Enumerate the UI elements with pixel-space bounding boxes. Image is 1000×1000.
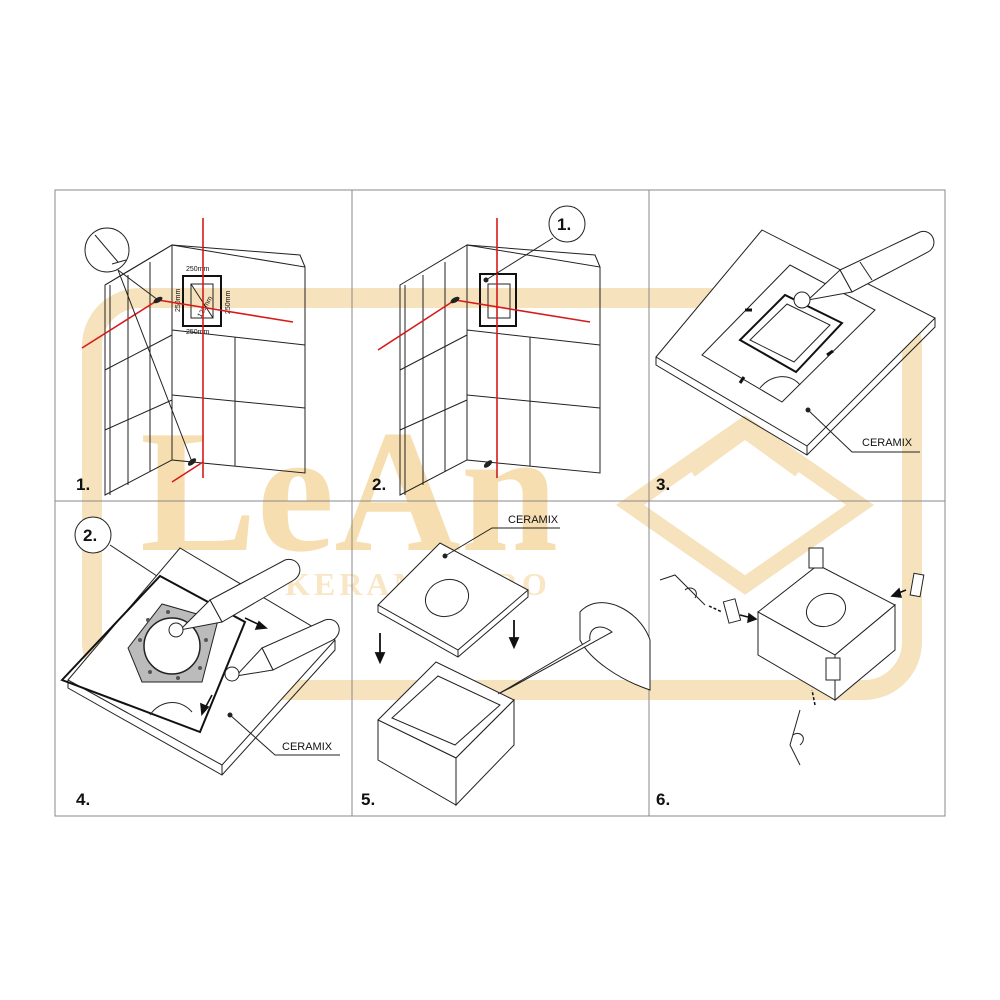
step-number: 3. — [656, 475, 670, 494]
panel-step-5: CERAMIX 5. — [361, 514, 651, 809]
cutting-tool-icon — [168, 558, 301, 638]
panel-step-3: CERAMIX 3. — [655, 229, 936, 494]
panel-step-2: 1. 2. — [372, 205, 601, 496]
panel-step-6: 6. — [656, 547, 925, 809]
dim-bottom: 250mm — [186, 329, 210, 336]
watermark: LeAn KERAMIXPRO — [82, 288, 922, 700]
watermark-brand: LeAn — [140, 394, 558, 588]
flange-ring — [127, 603, 219, 683]
material-label: CERAMIX — [862, 437, 913, 449]
assembled-box — [757, 564, 896, 702]
panel-step-1: 250mm 250mm 250mm 250mm 120mm 1. — [76, 218, 306, 496]
template-sheet — [701, 264, 876, 403]
tile-cutout — [479, 273, 517, 327]
watermark-frame — [82, 288, 922, 700]
cutting-tool-icon — [793, 230, 935, 309]
caulk-gun-icon — [497, 602, 651, 695]
material-label: CERAMIX — [282, 741, 333, 753]
cutting-tool-icon-2 — [224, 618, 340, 682]
dim-left: 250mm — [175, 288, 182, 312]
laser-lines — [81, 218, 294, 483]
dim-top: 250mm — [186, 266, 210, 273]
callout-badge: 1. — [485, 205, 586, 281]
template-sheet — [60, 574, 247, 734]
direction-arrows — [200, 617, 268, 716]
arrow-hints — [708, 587, 907, 706]
ceramix-lid — [377, 542, 529, 658]
step-number: 2. — [372, 475, 386, 494]
panel-grid — [54, 189, 946, 817]
step-number: 5. — [361, 790, 375, 809]
callout-badge: 2. — [74, 516, 163, 581]
laser-lines — [377, 218, 591, 478]
material-label: CERAMIX — [508, 514, 559, 526]
material-callout: CERAMIX — [227, 712, 340, 756]
box-base — [377, 661, 515, 807]
step-number: 4. — [76, 790, 90, 809]
callout-number: 2. — [83, 526, 97, 545]
allen-key-icon — [659, 574, 804, 766]
corner-bracket-icon — [722, 547, 925, 681]
watermark-logo-mark — [615, 415, 875, 595]
panel-step-4: 2. — [60, 516, 340, 809]
cutout-outline — [182, 275, 222, 327]
wall-corner-illustration — [104, 244, 306, 496]
material-callout: CERAMIX — [805, 407, 920, 453]
step-number: 1. — [76, 475, 90, 494]
pencil-mark-icon — [153, 296, 197, 466]
material-callout: CERAMIX — [444, 514, 560, 557]
dim-right: 250mm — [225, 290, 232, 314]
step-number: 6. — [656, 790, 670, 809]
wall-corner-illustration — [399, 244, 601, 496]
callout-number: 1. — [557, 215, 571, 234]
pencil-callout — [84, 227, 193, 463]
